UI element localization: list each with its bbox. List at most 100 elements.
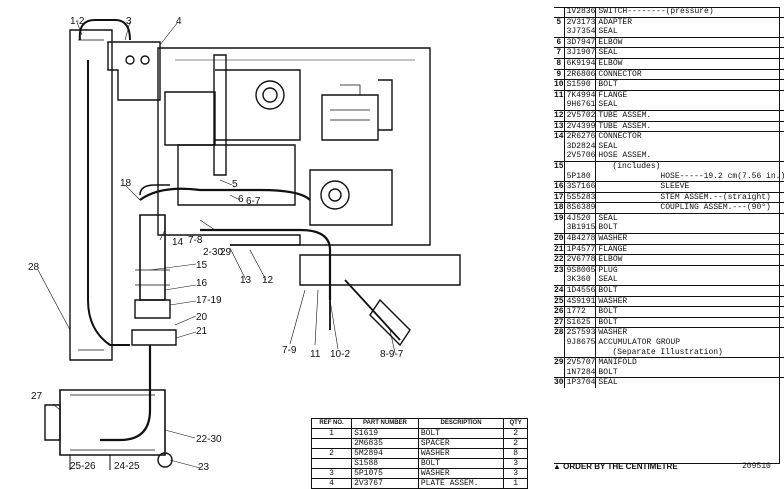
parts-list-pn: 2R6276 (564, 131, 597, 142)
callout-27: 27 (31, 391, 43, 402)
parts-list-ref: 22 (554, 254, 565, 266)
small-table-cell-desc: SPACER (417, 438, 505, 449)
order-note: ▲ ORDER BY THE CENTIMETRE (553, 462, 678, 471)
parts-list-ref (554, 151, 565, 162)
parts-list-row: 3K360SEAL1 (554, 275, 784, 286)
parts-list-desc: ELBOW (595, 254, 784, 266)
parts-list-desc: COUPLING ASSEM.---(90°) (595, 202, 784, 214)
parts-list-row: 142R6276CONNECTOR1 (554, 131, 784, 142)
parts-list-ref: 20 (554, 233, 565, 245)
parts-list-desc: HOSE-----19.2 cm(7.56 in.) (660, 171, 784, 181)
parts-list-desc: SEAL (598, 141, 618, 151)
parts-list-desc: CONNECTOR (595, 131, 784, 142)
callout-11: 11 (310, 349, 321, 360)
parts-list-ref: 25 (554, 295, 565, 307)
parts-list-ref: 28 (554, 327, 565, 338)
parts-list-pn: 2V4399 (564, 120, 597, 132)
parts-list-desc: WASHER (595, 295, 784, 307)
mounting-plate (157, 47, 431, 246)
small-table-cell-desc: WASHER (417, 448, 505, 459)
parts-list-desc: SEAL (598, 275, 618, 285)
callout-28: 28 (28, 262, 40, 273)
parts-list-row: 63D7947ELBOW1 (554, 36, 784, 48)
parts-list-table: 1V2836SWITCH--------(pressure)152V3173AD… (554, 7, 784, 388)
small-table-cell-qty: 8 (503, 448, 528, 459)
parts-list-pn: 6K9194 (564, 57, 597, 70)
parts-list-pn: 9S8005 (564, 264, 597, 276)
parts-list-ref (554, 223, 565, 234)
parts-list-pn: 3D2824 (564, 141, 597, 152)
parts-list-ref (554, 338, 565, 348)
valve-body-upper (164, 91, 216, 146)
parts-list-pn: 4B4278 (564, 233, 597, 245)
callout-18: 18 (120, 178, 132, 189)
callout-22-30: 22-30 (196, 434, 222, 445)
parts-list-pn: 5S5283 (564, 191, 597, 203)
parts-list-desc: BOLT (598, 223, 618, 233)
parts-list-ref (554, 141, 565, 152)
parts-list-row: 204B4278WASHER4 (554, 233, 784, 245)
parts-list-pn: 2R6806 (564, 68, 597, 80)
parts-list-ref (554, 275, 565, 286)
parts-list-ref (554, 347, 565, 358)
small-table-cell-part: 5M2894 (351, 448, 419, 459)
parts-list-ref: 5 (554, 16, 565, 28)
small-table-cell-desc: BOLT (417, 428, 505, 439)
parts-list-pn: 2V3173 (564, 16, 597, 28)
small-table-cell-qty: 2 (503, 438, 528, 449)
small-table-cell-ref: 1 (310, 428, 353, 439)
parts-list-pn: 2S7593 (564, 327, 597, 338)
parts-list-desc: ACCUMULATOR GROUP (598, 338, 681, 347)
parts-list-desc: SLEEVE (595, 181, 784, 193)
parts-list-row: 52V3173ADAPTER1 (554, 16, 784, 28)
parts-list-row: 194J520SEAL1 (554, 212, 784, 224)
parts-list-pn: 3D7947 (564, 36, 597, 48)
parts-list-row: (Separate Illustration) (554, 347, 784, 358)
parts-list-pn: S1625 (564, 316, 597, 328)
parts-list-ref: 21 (554, 243, 565, 255)
parts-list-ref: 19 (554, 212, 565, 224)
parts-list-desc: WASHER (595, 233, 784, 245)
parts-list-ref: 23 (554, 264, 565, 276)
parts-list-row: 261772BOLT1 (554, 306, 784, 318)
callout-6: 6 (238, 194, 244, 205)
parts-list-desc: TUBE ASSEM. (595, 120, 784, 132)
parts-list-desc: STEM ASSEM.--(straight) (595, 191, 784, 203)
parts-list-pn: S1590 (564, 79, 597, 91)
parts-list-panel: 1V2836SWITCH--------(pressure)152V3173AD… (554, 7, 784, 464)
parts-list-row: 92R6806CONNECTOR2 (554, 68, 784, 80)
top-bracket (107, 41, 161, 101)
callout-3: 3 (126, 16, 132, 27)
parts-list-row: 301P3704SEAL2 (554, 377, 784, 388)
parts-list-ref (554, 367, 565, 378)
parts-list-body: 1V2836SWITCH--------(pressure)152V3173AD… (554, 7, 784, 388)
parts-list-desc: SEAL (598, 27, 618, 37)
parts-list-ref: 13 (554, 120, 565, 132)
small-table-cell-qty: 2 (503, 428, 528, 439)
parts-list-desc: BOLT (595, 285, 784, 297)
small-table-cell-part: S1619 (351, 428, 419, 439)
parts-list-ref: 17 (554, 191, 565, 203)
parts-list-desc: SWITCH--------(pressure) (598, 7, 714, 16)
small-table-cell-ref: 2 (310, 448, 353, 459)
figure-code: 209510 (742, 462, 771, 471)
parts-list-ref: 9 (554, 68, 565, 80)
callout-7-8: 7-8 (188, 235, 203, 246)
callout-1-2: 1-2 (70, 16, 85, 27)
small-table-cell-qty: 3 (503, 458, 528, 469)
parts-list-pn: 2V6778 (564, 254, 597, 266)
small-table-cell-ref: 4 (310, 478, 353, 489)
parts-list-pn: 2V5702 (564, 109, 597, 122)
parts-list-ref: 26 (554, 306, 565, 318)
callout-17-19: 17-19 (196, 295, 222, 306)
parts-list-ref: 15 (554, 160, 565, 172)
